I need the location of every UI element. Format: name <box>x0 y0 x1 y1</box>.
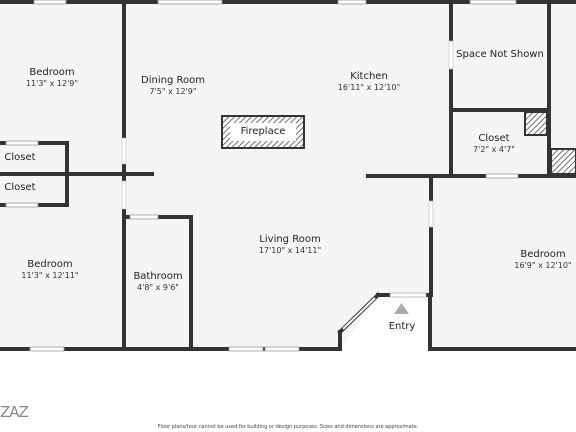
entry-label: Entry <box>372 321 432 333</box>
dining-room-label: Dining Room 7'5" x 12'9" <box>123 75 223 97</box>
closet-left-2-label: Closet <box>0 182 40 194</box>
hatched-box-closet <box>524 111 548 136</box>
windows <box>5 0 519 352</box>
bedroom-right-label: Bedroom 16'9" x 12'10" <box>493 249 576 271</box>
room-name: Dining Room <box>141 75 205 86</box>
room-name: Closet <box>478 133 510 144</box>
fireplace-text: Fireplace <box>240 126 286 137</box>
room-dimensions: 11'3" x 12'11" <box>21 271 79 280</box>
room-name: Bedroom <box>520 249 566 260</box>
room-dimensions: 17'10" x 14'11" <box>258 246 322 255</box>
room-name: Entry <box>388 321 416 332</box>
closet-left-1-label: Closet <box>0 152 40 164</box>
room-name: Space Not Shown <box>456 49 544 60</box>
room-name: Bedroom <box>29 67 75 78</box>
living-room-label: Living Room 17'10" x 14'11" <box>240 234 340 256</box>
entry-door <box>389 292 427 298</box>
brand-logo: ZAZ <box>0 403 29 421</box>
closet-right-label: Closet 7'2" x 4'7" <box>453 133 535 155</box>
hatched-box-right <box>550 148 576 175</box>
bedroom-bottom-left-label: Bedroom 11'3" x 12'11" <box>0 259 100 281</box>
room-name: Living Room <box>259 234 321 245</box>
room-dimensions: 11'3" x 12'9" <box>25 79 79 88</box>
entry-arrow <box>394 303 409 314</box>
room-dimensions: 16'9" x 12'10" <box>514 261 572 270</box>
room-dimensions: 7'5" x 12'9" <box>149 87 197 96</box>
door-openings <box>121 40 454 228</box>
room-name: Bedroom <box>27 259 73 270</box>
footer-disclaimer: Floor plans/tour cannot be used for buil… <box>157 424 419 430</box>
space-not-shown-label: Space Not Shown <box>451 49 549 61</box>
room-name: Closet <box>4 152 36 163</box>
bathroom-label: Bathroom 4'8" x 9'6" <box>126 271 190 293</box>
room-dimensions: 16'11" x 12'10" <box>337 83 401 92</box>
room-name: Kitchen <box>350 71 388 82</box>
fireplace-label: Fireplace <box>222 126 304 138</box>
room-name: Closet <box>4 182 36 193</box>
bedroom-top-left-label: Bedroom 11'3" x 12'9" <box>2 67 102 89</box>
entry-window <box>342 297 376 330</box>
kitchen-label: Kitchen 16'11" x 12'10" <box>319 71 419 93</box>
room-name: Bathroom <box>133 271 183 282</box>
room-dimensions: 7'2" x 4'7" <box>473 145 515 154</box>
room-dimensions: 4'8" x 9'6" <box>137 283 179 292</box>
entry-area <box>340 295 430 349</box>
